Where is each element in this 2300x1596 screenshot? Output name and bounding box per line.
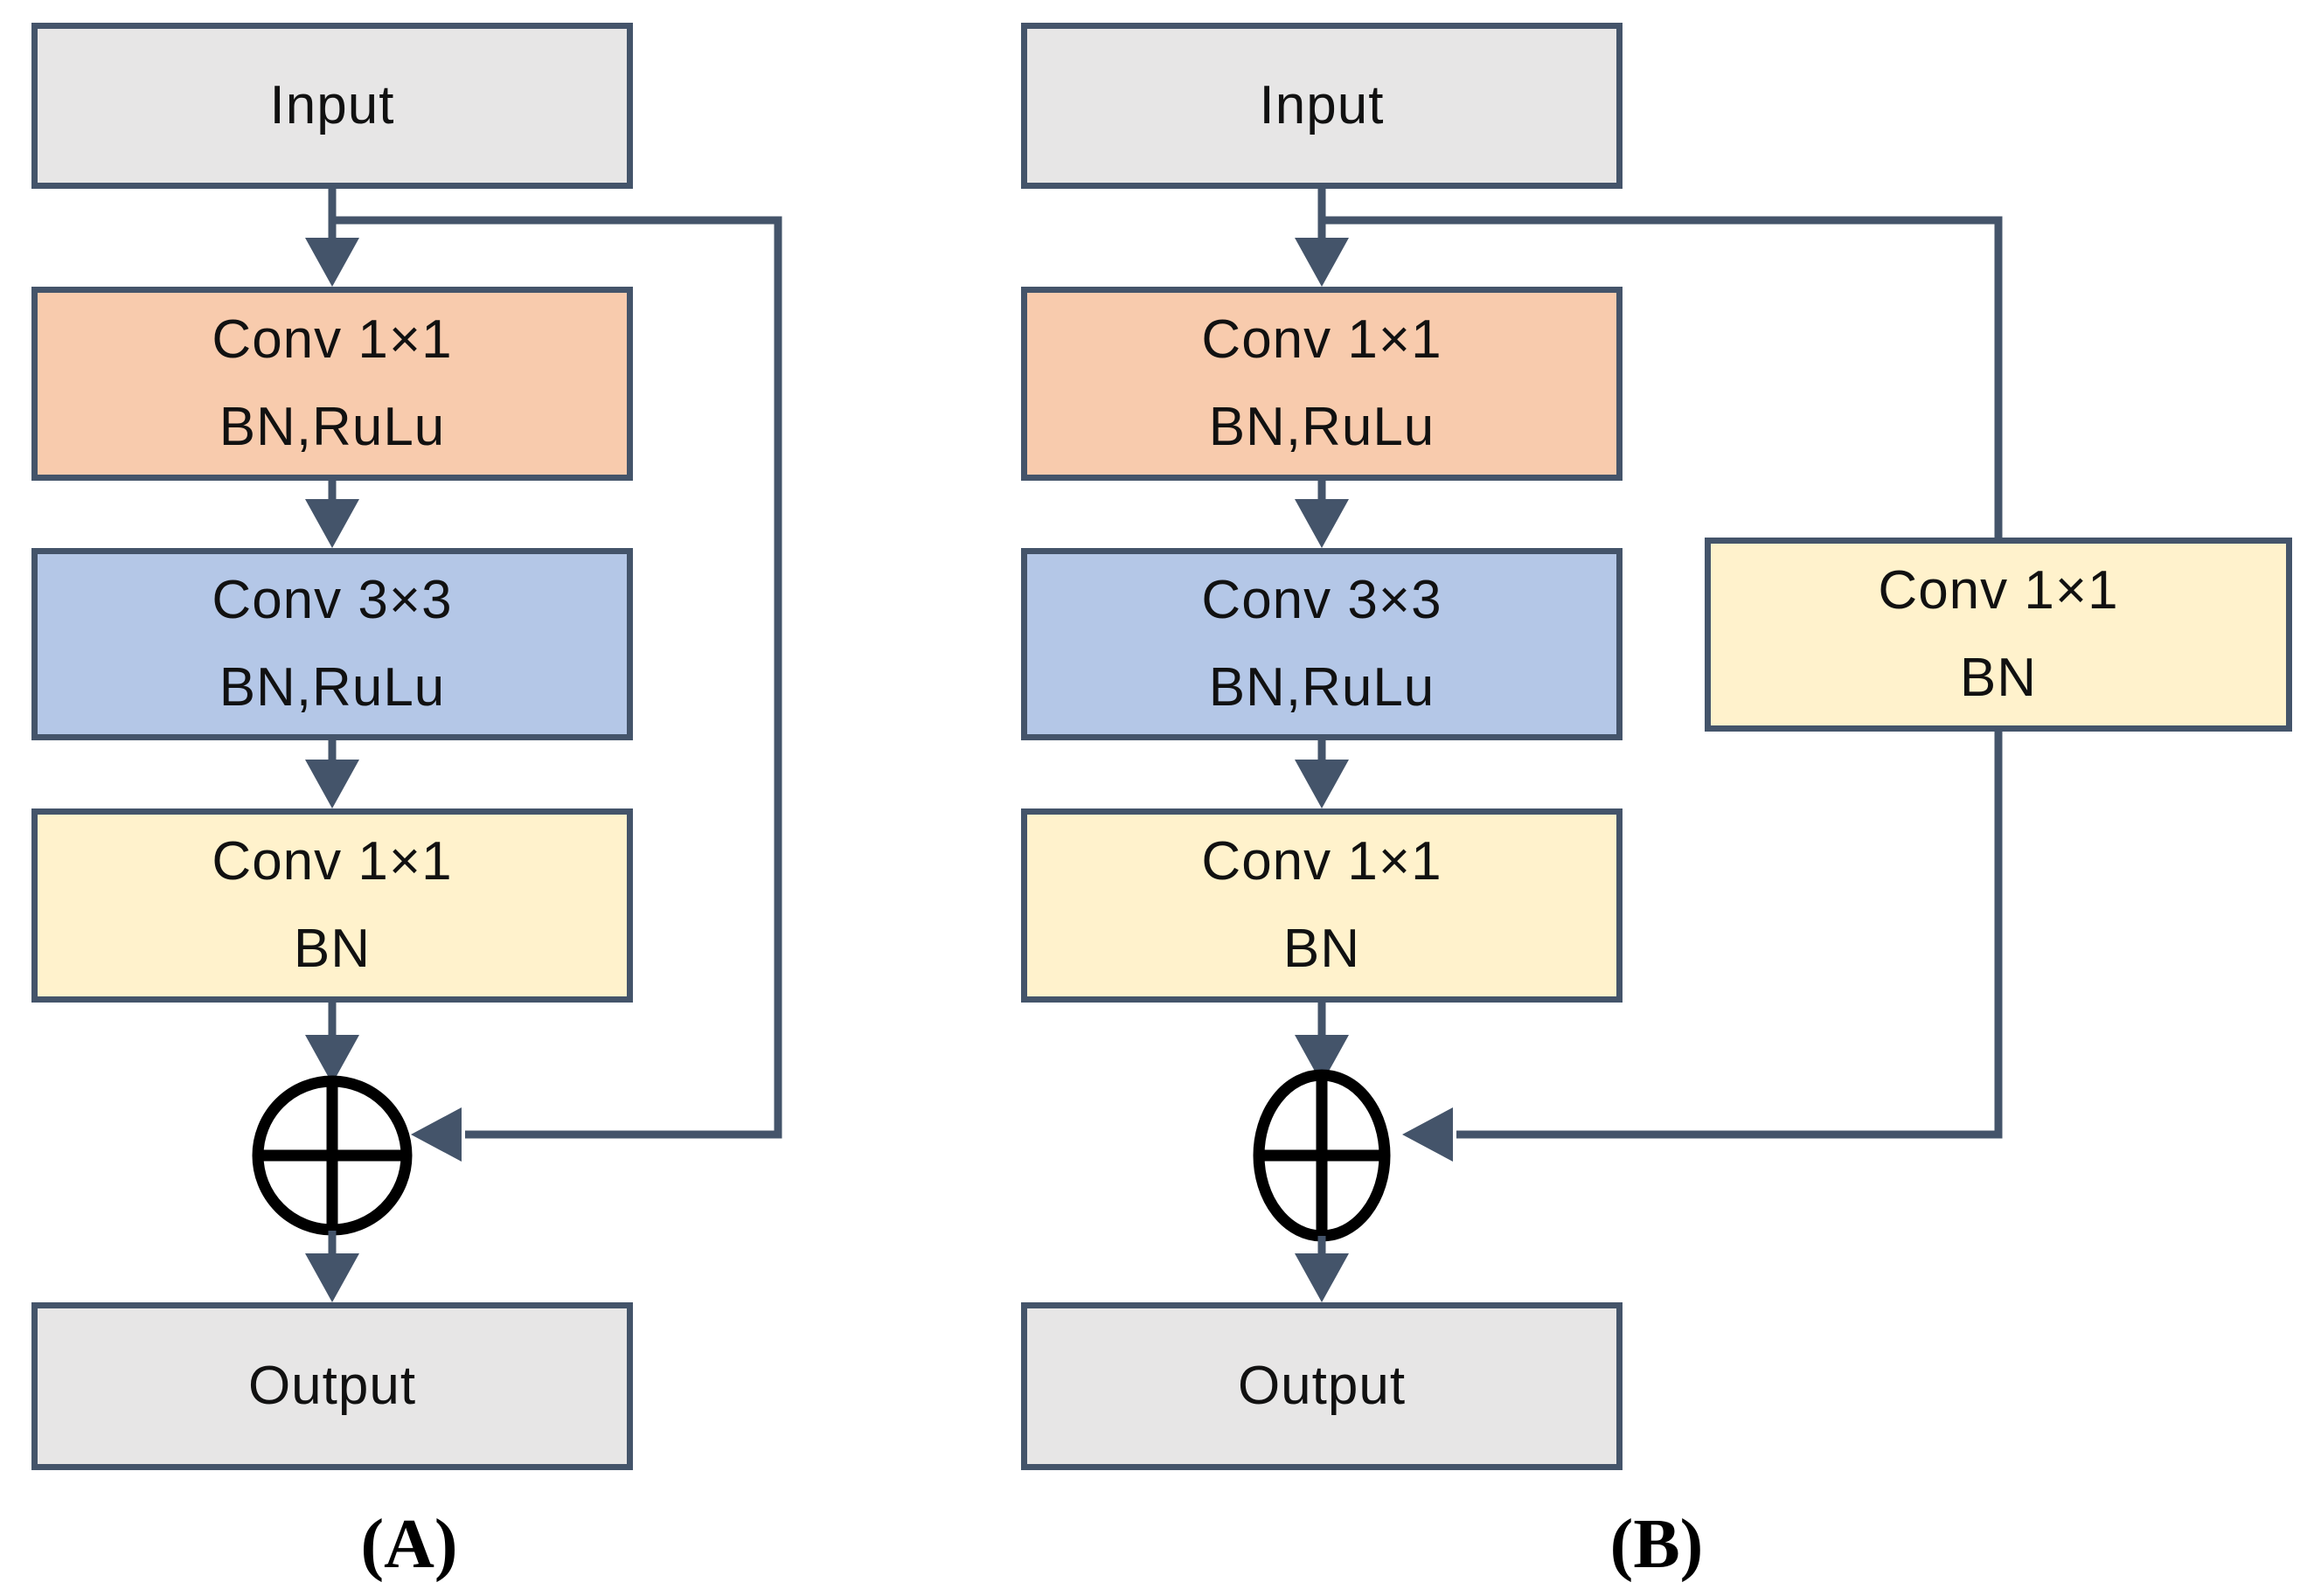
input-label-b: Input bbox=[1259, 75, 1385, 135]
conv3x3-bnrelu-line1-b: Conv 3×3 bbox=[1201, 570, 1442, 630]
input-box-b: Input bbox=[1021, 23, 1623, 189]
skip-connection-to-shortcut-conv-b bbox=[1322, 216, 2003, 538]
arrowhead-skip-to-add-b bbox=[1402, 1107, 1453, 1162]
output-label-b: Output bbox=[1237, 1356, 1407, 1416]
arrowhead-conv2-to-conv3-b bbox=[1295, 760, 1349, 808]
conv1x1-bnrelu-line1-b: Conv 1×1 bbox=[1201, 309, 1442, 370]
conv1x1-bnrelu-line2-a: BN,RuLu bbox=[219, 397, 446, 457]
conv1x1-bnrelu-box-a: Conv 1×1 BN,RuLu bbox=[31, 287, 633, 481]
conv1x1-bn-line2-b: BN bbox=[1282, 919, 1361, 979]
panel-caption-b: (B) bbox=[1609, 1506, 1704, 1583]
input-label-a: Input bbox=[269, 75, 395, 135]
input-box-a: Input bbox=[31, 23, 633, 189]
output-label-a: Output bbox=[247, 1356, 417, 1416]
conv3x3-bnrelu-line2-a: BN,RuLu bbox=[219, 657, 446, 718]
conv1x1-bn-box-b: Conv 1×1 BN bbox=[1021, 808, 1623, 1003]
skip-connection-from-shortcut-conv-b bbox=[1456, 732, 2003, 1139]
conv1x1-bn-line1-b: Conv 1×1 bbox=[1201, 831, 1442, 892]
arrowhead-add-to-output-b bbox=[1295, 1253, 1349, 1302]
shortcut-conv1x1-bn-line2-b: BN bbox=[1959, 648, 2038, 708]
conv3x3-bnrelu-line1-a: Conv 3×3 bbox=[212, 570, 453, 630]
arrowhead-conv1-to-conv2-a bbox=[305, 499, 359, 548]
arrowhead-input-to-conv1-a bbox=[305, 238, 359, 287]
panel-b-connectors bbox=[1253, 189, 2003, 1302]
arrowhead-skip-to-add-a bbox=[411, 1107, 462, 1162]
conv1x1-bnrelu-box-b: Conv 1×1 BN,RuLu bbox=[1021, 287, 1623, 481]
shortcut-conv1x1-bn-line1-b: Conv 1×1 bbox=[1878, 560, 2119, 621]
conv1x1-bn-line1-a: Conv 1×1 bbox=[212, 831, 453, 892]
arrowhead-conv2-to-conv3-a bbox=[305, 760, 359, 808]
conv1x1-bn-box-a: Conv 1×1 BN bbox=[31, 808, 633, 1003]
arrowhead-input-to-conv1-b bbox=[1295, 238, 1349, 287]
shortcut-conv1x1-bn-box-b: Conv 1×1 BN bbox=[1705, 538, 2292, 732]
panel-caption-a: (A) bbox=[360, 1506, 458, 1583]
conv3x3-bnrelu-box-a: Conv 3×3 BN,RuLu bbox=[31, 548, 633, 740]
conv3x3-bnrelu-box-b: Conv 3×3 BN,RuLu bbox=[1021, 548, 1623, 740]
conv1x1-bnrelu-line1-a: Conv 1×1 bbox=[212, 309, 453, 370]
arrowhead-conv3-to-add-b bbox=[1295, 1035, 1349, 1084]
panel-a-connectors bbox=[252, 189, 782, 1302]
skip-connection-a bbox=[332, 216, 782, 1139]
conv1x1-bnrelu-line2-b: BN,RuLu bbox=[1208, 397, 1435, 457]
output-box-a: Output bbox=[31, 1302, 633, 1470]
output-box-b: Output bbox=[1021, 1302, 1623, 1470]
arrowhead-add-to-output-a bbox=[305, 1253, 359, 1302]
arrowhead-conv3-to-add-a bbox=[305, 1035, 359, 1084]
arrowhead-conv1-to-conv2-b bbox=[1295, 499, 1349, 548]
conv1x1-bn-line2-a: BN bbox=[293, 919, 372, 979]
conv3x3-bnrelu-line2-b: BN,RuLu bbox=[1208, 657, 1435, 718]
